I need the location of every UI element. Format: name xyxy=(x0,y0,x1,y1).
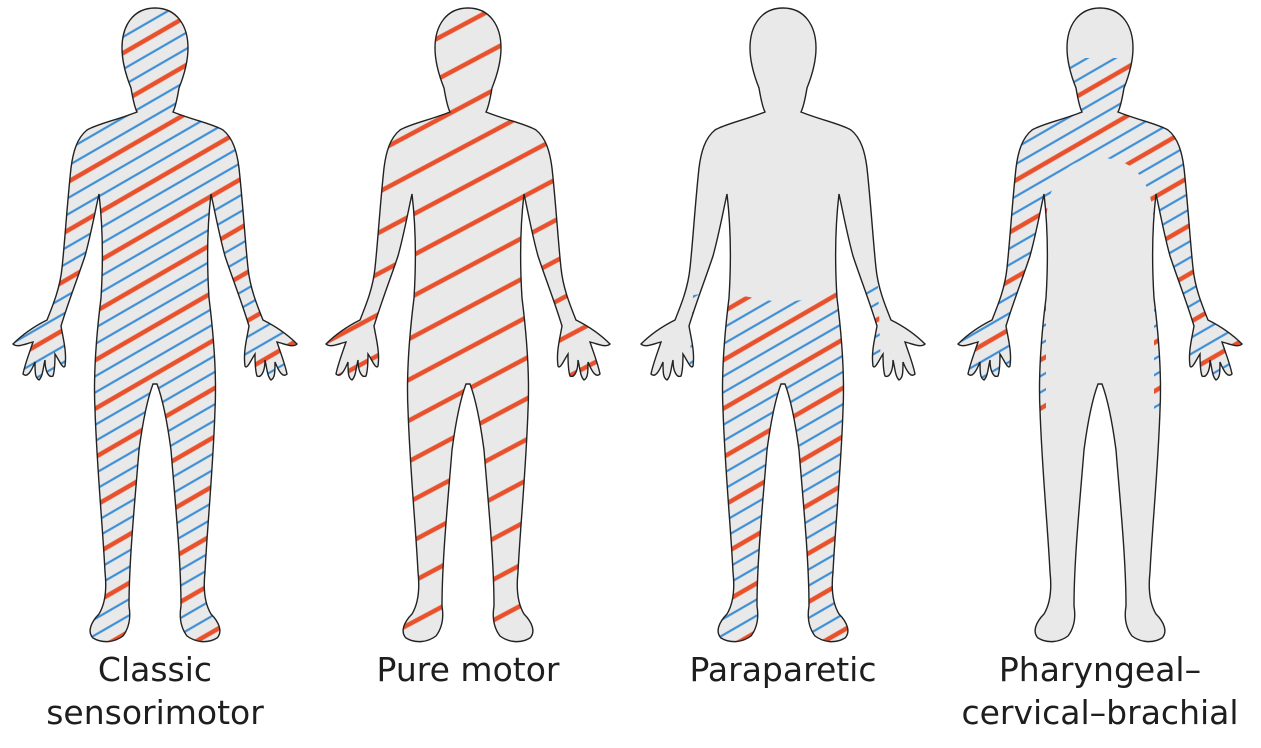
figure-pure-motor xyxy=(326,8,610,642)
label-paraparetic: Paraparetic xyxy=(633,648,933,691)
figure-classic-sensorimotor xyxy=(13,8,297,642)
label-classic-sensorimotor: Classic sensorimotor xyxy=(5,648,305,734)
label-pharyngeal-cervical-brachial: Pharyngeal– cervical–brachial xyxy=(950,648,1250,734)
figure-paraparetic xyxy=(633,0,933,700)
figure-pharyngeal-cervical-brachial xyxy=(950,0,1250,700)
label-pure-motor: Pure motor xyxy=(318,648,618,691)
